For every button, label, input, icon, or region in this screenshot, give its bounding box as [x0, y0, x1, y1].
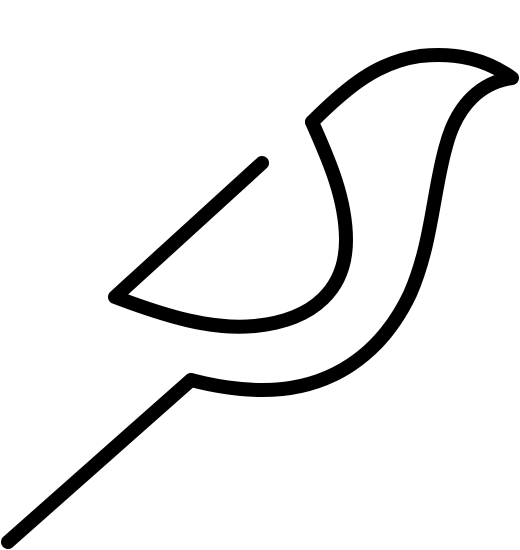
bird-tail-line [1, 373, 198, 549]
bird-wing-outline [108, 115, 353, 334]
bird-head-outline [184, 48, 519, 397]
